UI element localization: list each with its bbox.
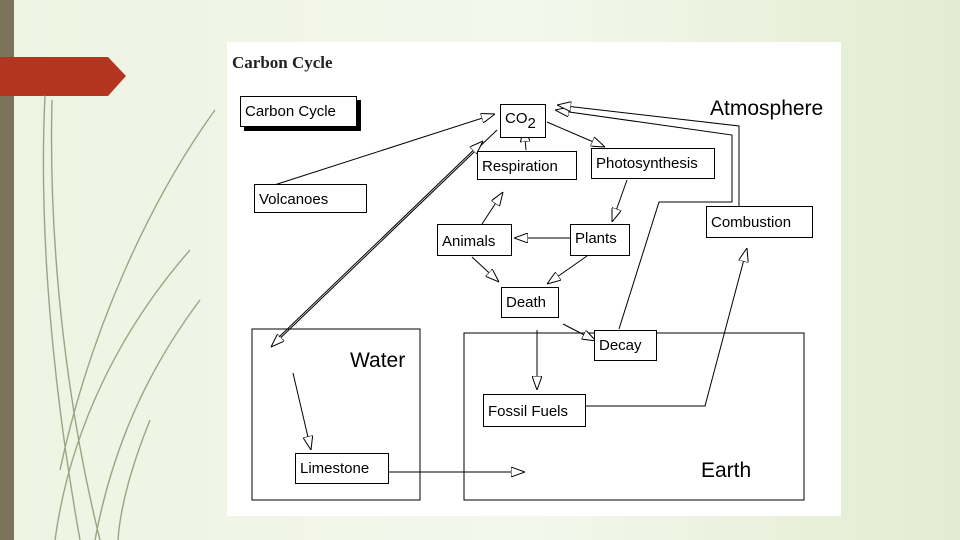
node-volcanoes: Volcanoes <box>254 184 367 213</box>
node-combustion: Combustion <box>706 206 813 238</box>
carbon-cycle-figure: Carbon Cycle Carbon Cycle Atmosphere CO2… <box>227 42 841 516</box>
arrow-combustion-to-co2 <box>557 105 740 210</box>
decorative-curves <box>42 94 216 540</box>
arrow-co2-to-water <box>271 129 498 347</box>
node-decay: Decay <box>594 330 657 361</box>
diagram-connectors <box>251 42 805 501</box>
label-earth: Earth <box>701 459 752 482</box>
arrow-water-to-co2 <box>278 141 483 338</box>
node-respiration: Respiration <box>477 151 577 180</box>
arrow-decay-to-co2 <box>555 110 733 330</box>
arrow-co2-to-photosynthesis <box>546 121 605 147</box>
arrow-animals-to-respiration <box>481 192 503 225</box>
arrow-animals-to-death <box>471 256 499 282</box>
node-co2: CO2 <box>500 104 546 138</box>
water-region-box <box>251 328 421 501</box>
co2-subscript: 2 <box>527 115 536 132</box>
label-water: Water <box>350 349 406 372</box>
arrow-death-to-decay <box>562 323 596 341</box>
header-box-carbon-cycle: Carbon Cycle <box>240 96 357 127</box>
node-fossil-fuels: Fossil Fuels <box>483 394 586 427</box>
node-animals: Animals <box>437 224 512 256</box>
arrow-plants-to-death <box>547 255 588 284</box>
node-death: Death <box>501 287 559 318</box>
arrow-water-to-limestone <box>292 372 311 450</box>
arrow-volcanoes-to-co2 <box>264 114 495 189</box>
co2-text: CO <box>505 110 528 127</box>
arrow-fossil-fuels-to-combustion <box>586 248 747 407</box>
node-photosynthesis: Photosynthesis <box>591 148 715 179</box>
left-sidebar-bar <box>0 0 14 540</box>
label-atmosphere: Atmosphere <box>710 97 824 120</box>
arrow-photosynthesis-to-plants <box>612 179 628 222</box>
figure-title: Carbon Cycle <box>232 53 333 72</box>
node-limestone: Limestone <box>295 453 389 484</box>
node-plants: Plants <box>570 224 630 256</box>
accent-tab-arrow <box>0 57 126 96</box>
